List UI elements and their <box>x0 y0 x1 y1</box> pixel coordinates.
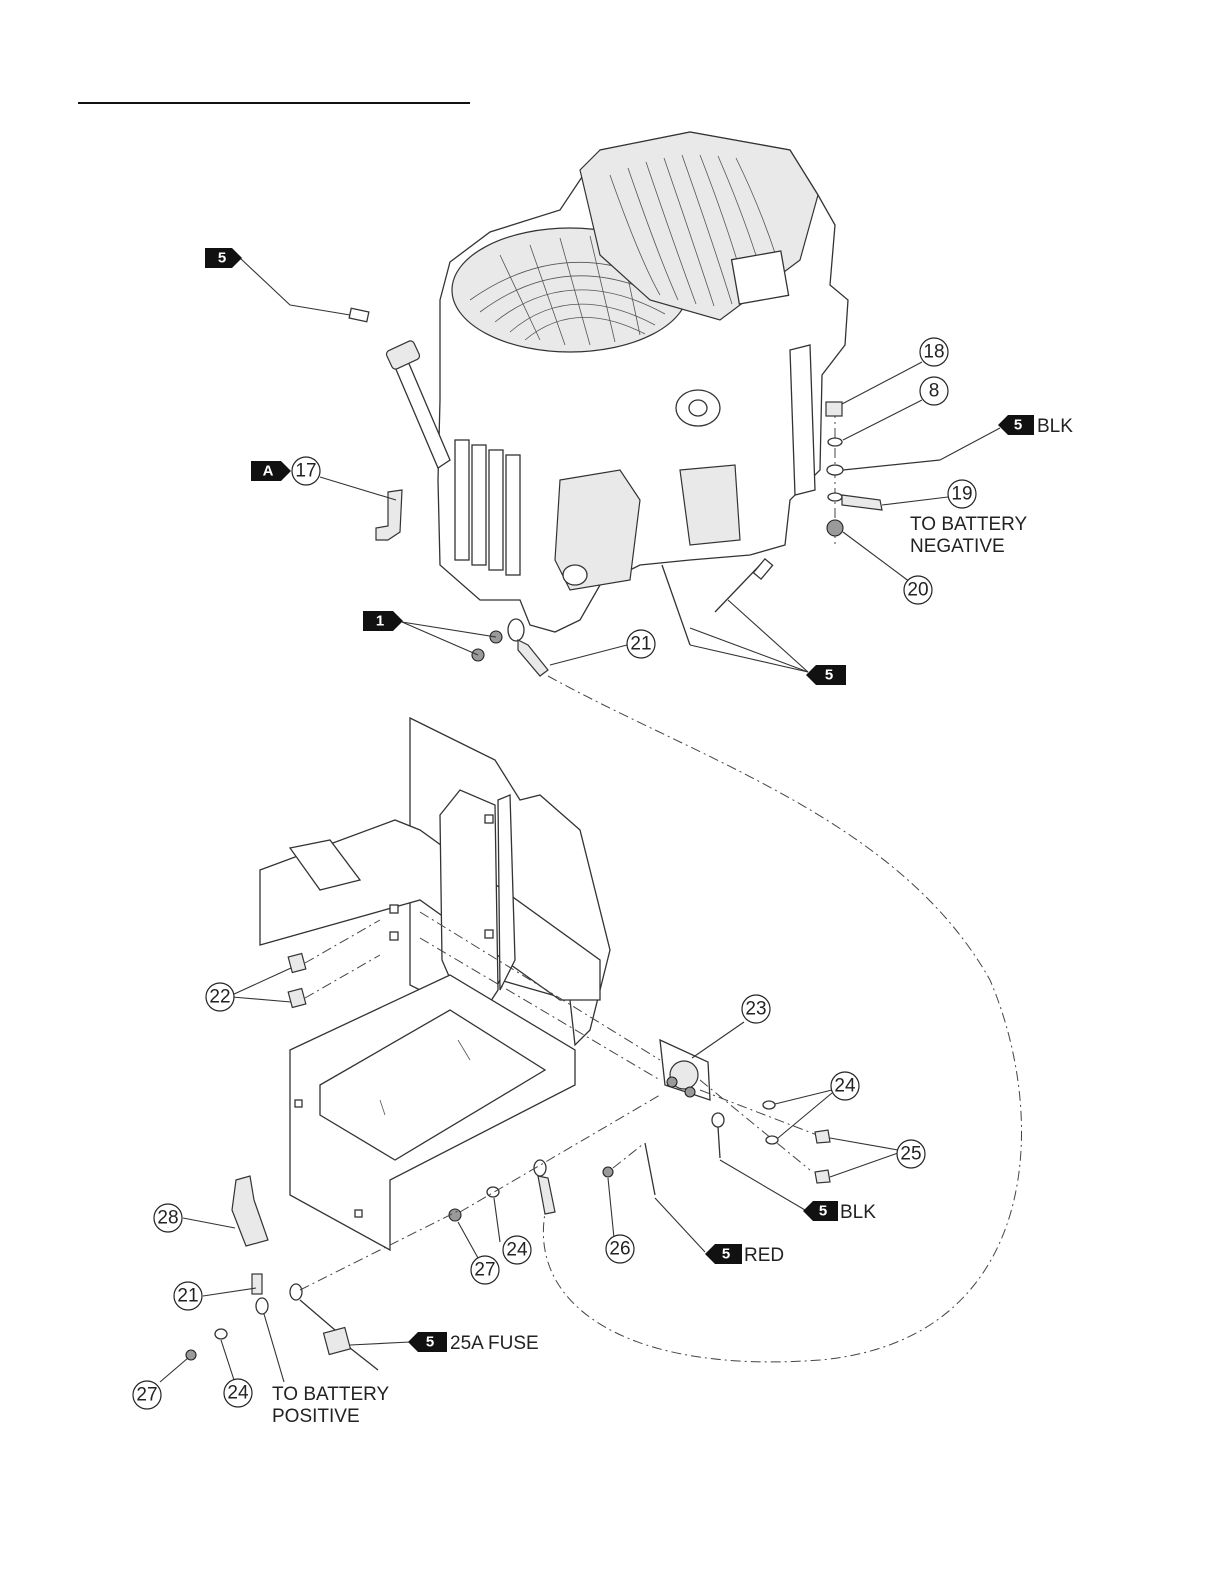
callout-21-lower: 21 <box>174 1282 202 1310</box>
callout-17: 17 <box>292 457 320 485</box>
svg-text:21: 21 <box>630 634 651 655</box>
note-red: RED <box>744 1245 784 1266</box>
callout-28: 28 <box>154 1204 182 1232</box>
note-battery-positive-line1: TO BATTERY <box>272 1384 390 1405</box>
ref-tag-5-blk-top: 5 <box>998 415 1034 435</box>
ref-tag-5-fuse: 5 <box>408 1332 447 1352</box>
svg-text:27: 27 <box>136 1385 157 1406</box>
svg-text:20: 20 <box>907 580 928 601</box>
svg-text:27: 27 <box>474 1260 495 1281</box>
ref-tag-5-top: 5 <box>205 248 242 268</box>
callout-19: 19 <box>948 480 976 508</box>
svg-text:26: 26 <box>609 1239 630 1260</box>
battery-tray-bracket <box>260 718 610 1250</box>
callout-20: 20 <box>904 576 932 604</box>
note-battery-negative-line1: TO BATTERY <box>910 514 1028 535</box>
solenoid-fasteners <box>712 1101 830 1183</box>
svg-text:A: A <box>263 463 274 480</box>
callout-25: 25 <box>897 1140 925 1168</box>
svg-text:5: 5 <box>218 250 226 267</box>
callout-27-middle: 27 <box>471 1256 499 1284</box>
svg-text:5: 5 <box>825 667 833 684</box>
ref-tag-1: 1 <box>363 611 403 631</box>
svg-text:1: 1 <box>376 613 384 630</box>
svg-text:17: 17 <box>295 461 316 482</box>
svg-text:18: 18 <box>923 342 944 363</box>
callout-24-lower: 24 <box>224 1379 252 1407</box>
callout-24-right: 24 <box>831 1072 859 1100</box>
svg-text:22: 22 <box>209 987 230 1008</box>
engine-illustration <box>385 132 848 632</box>
note-battery-negative-line2: NEGATIVE <box>910 536 1005 557</box>
note-fuse: 25A FUSE <box>450 1333 539 1354</box>
svg-text:19: 19 <box>951 484 972 505</box>
callout-24-middle: 24 <box>503 1236 531 1264</box>
callout-22: 22 <box>206 983 234 1011</box>
callout-26: 26 <box>606 1235 634 1263</box>
svg-text:5: 5 <box>819 1203 827 1220</box>
svg-text:24: 24 <box>506 1240 528 1261</box>
note-blk-top: BLK <box>1037 416 1073 437</box>
svg-text:23: 23 <box>745 999 766 1020</box>
callout-18: 18 <box>920 338 948 366</box>
callout-23: 23 <box>742 995 770 1023</box>
terminal-boot-28 <box>232 1176 268 1246</box>
ref-tag-5-blk-bottom: 5 <box>803 1201 838 1221</box>
svg-text:28: 28 <box>157 1208 178 1229</box>
note-blk-bottom: BLK <box>840 1202 876 1223</box>
callout-21-upper: 21 <box>627 630 655 658</box>
callout-27-lower: 27 <box>133 1381 161 1409</box>
ref-tag-5-middle: 5 <box>806 665 846 685</box>
engine-wire-leads <box>662 559 773 645</box>
svg-text:25: 25 <box>900 1144 921 1165</box>
svg-text:5: 5 <box>426 1334 434 1351</box>
engine-nuts <box>472 619 548 676</box>
svg-text:8: 8 <box>929 381 940 402</box>
red-wire-terminal <box>603 1143 655 1195</box>
svg-text:5: 5 <box>722 1246 730 1263</box>
ref-tag-5-red: 5 <box>705 1244 742 1264</box>
svg-text:5: 5 <box>1014 417 1022 434</box>
wire-connector-top <box>290 305 369 322</box>
callout-8: 8 <box>920 377 948 405</box>
svg-text:24: 24 <box>834 1076 856 1097</box>
ref-tag-A: A <box>251 461 291 481</box>
svg-text:24: 24 <box>227 1383 249 1404</box>
note-battery-positive-line2: POSITIVE <box>272 1406 360 1427</box>
svg-text:21: 21 <box>177 1286 198 1307</box>
